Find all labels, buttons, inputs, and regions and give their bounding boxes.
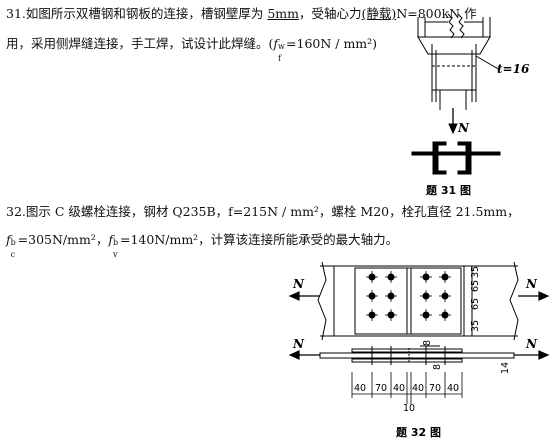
q31-thickness: 5mm (267, 6, 300, 21)
fig32-bolts (368, 273, 449, 319)
dim-40-b: 40 (393, 383, 405, 394)
q31-line1-b: ，受轴心力 (299, 6, 362, 21)
fig32-N-right-bottom: N (525, 337, 538, 351)
q32-fc-symbol: f (6, 232, 11, 247)
q31-line1-a: 31.如图所示双槽钢和钢板的连接，槽钢壁厚为 (6, 6, 268, 21)
dim-35-bottom: 35 (470, 320, 481, 332)
dim-70-b: 70 (429, 383, 441, 394)
q32-fc-sub: c (10, 250, 16, 259)
dim-70-a: 70 (375, 383, 387, 394)
q32-fv-symbol: f (108, 232, 113, 247)
q32-fc-sup: b (10, 238, 16, 247)
dim-8-a: 8 (422, 340, 433, 346)
dim-14: 14 (500, 362, 511, 374)
q32-line1: 32.图示 C 级螺栓连接，钢材 Q235B，f=215N / mm²，螺栓 M… (6, 204, 520, 219)
figure-32-plan (317, 261, 519, 341)
figure-31 (411, 13, 501, 175)
fig32-N-left-bottom: N (292, 337, 305, 351)
q32-line2-a: =305N/mm²， (17, 232, 109, 247)
dim-40-a: 40 (354, 383, 366, 394)
fig31-cross-section (411, 141, 501, 175)
fig31-plate-top (417, 13, 491, 39)
q31-line1: 31.如图所示双槽钢和钢板的连接，槽钢壁厚为 5mm，受轴心力(静载)N=800… (6, 6, 477, 22)
dim-8-b: 8 (432, 364, 443, 370)
q31-line2-a: 用，采用侧焊缝连接，手工焊，试设计此焊缝。( (6, 36, 274, 51)
dim-10: 10 (403, 403, 415, 414)
fig32-N-left-top: N (292, 277, 305, 291)
q31-ff-symbol: f (273, 36, 279, 51)
dim-40-d: 40 (447, 383, 459, 394)
q31-line1-c: N=800kN 作 (396, 6, 477, 21)
fig31-caption: 题 31 图 (426, 184, 471, 197)
q31-ff-sup: w (278, 42, 285, 51)
q32-fv-sup: b (112, 238, 119, 247)
fig32-caption: 题 32 图 (396, 426, 441, 439)
fig31-t-label: t=16 (497, 62, 530, 76)
fig31-N-label: N (457, 121, 470, 135)
q32-line2-b: =140N/mm²，计算该连接所能承受的最大轴力。 (119, 232, 399, 247)
q31-ff-sub: f (278, 54, 281, 63)
dim-65-b: 65 (470, 298, 481, 310)
fig31-gusset (417, 36, 491, 55)
q31-static: (静载) (361, 6, 397, 21)
dim-40-c: 40 (412, 383, 424, 394)
dim-35-top: 35 (470, 266, 481, 278)
dim-65-a: 65 (470, 280, 481, 292)
fig32-N-right-top: N (525, 277, 538, 291)
fig32-plan-arrows (288, 291, 550, 301)
figure-32-elevation (319, 345, 515, 365)
q31-line2-b: =160N / mm²) (286, 36, 378, 51)
fig32-elev-arrows (288, 350, 550, 360)
fig32-dim-chain (351, 372, 463, 404)
q32-fv-sub: v (112, 250, 118, 259)
